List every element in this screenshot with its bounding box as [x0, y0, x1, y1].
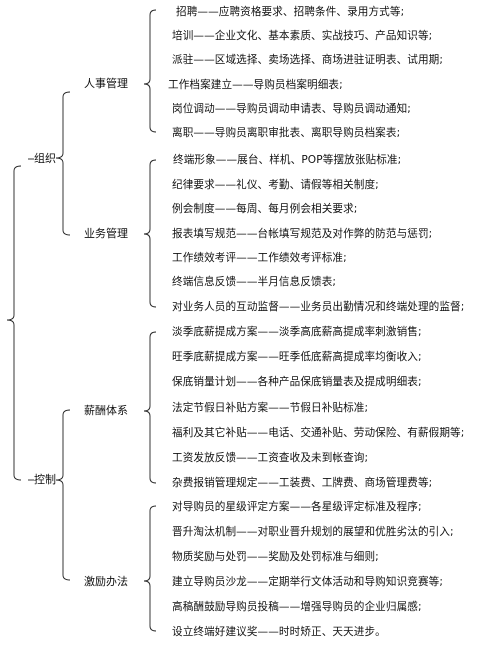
leaf-offseason-plan: 淡季底薪提成方案——淡季高底薪高提成率刺激销售;	[172, 326, 422, 338]
leaf-report: 报表填写规范——台帐填写规范及对作弊的防范与惩罚;	[172, 228, 433, 240]
node-organization: 组织	[34, 152, 56, 165]
leaf-promotion: 晋升淘汰机制——对职业晋升规划的展望和优胜劣汰的引入;	[172, 526, 454, 538]
leaf-supervision: 对业务人员的互动监督——业务员出勤情况和终端处理的监督;	[172, 301, 465, 313]
leaf-performance: 工作绩效考评——工作绩效考评标准;	[172, 252, 347, 264]
leaf-minimum-sales: 保底销量计划——各种产品保底销量表及提成明细表;	[172, 376, 422, 388]
leaf-work-file: 工作档案建立——导购员档案明细表;	[168, 79, 343, 91]
leaf-meeting: 例会制度——每周、每月例会相关要求;	[172, 203, 358, 215]
leaf-rewards: 物质奖励与处罚——奖励及处罚标准与细则;	[172, 551, 379, 563]
node-personnel-management: 人事管理	[84, 77, 128, 90]
leaf-training: 培训——企业文化、基本素质、实战技巧、产品知识等;	[172, 30, 433, 42]
leaf-dispatch: 派驻——区域选择、卖场选择、商场进驻证明表、试用期;	[172, 54, 444, 66]
leaf-salon: 建立导购员沙龙——定期举行文体活动和导购知识竞赛等;	[172, 576, 444, 588]
brace-compensation	[143, 331, 157, 484]
node-compensation-system: 薪酬体系	[84, 404, 128, 417]
leaf-discipline: 纪律要求——礼仪、考勤、请假等相关制度;	[172, 179, 379, 191]
leaf-recruitment: 招聘——应聘资格要求、招聘条件、录用方式等;	[176, 6, 405, 18]
leaf-job-transfer: 岗位调动——导购员调动申请表、导购员调动通知;	[172, 103, 411, 115]
leaf-payroll-feedback: 工资发放反馈——工资查收及未到帐查询;	[172, 452, 369, 464]
leaf-suggestion-award: 设立终端好建议奖——时时矫正、天天进步。	[172, 626, 386, 638]
root-brace	[6, 165, 22, 481]
leaf-resignation: 离职——导购员离职审批表、离职导购员档案表;	[172, 127, 401, 139]
node-incentive-methods: 激励办法	[84, 575, 128, 588]
leaf-feedback: 终端信息反馈——半月信息反馈表;	[172, 276, 337, 288]
brace-organization	[55, 91, 71, 236]
brace-business	[143, 159, 157, 308]
brace-incentive	[143, 505, 157, 632]
node-business-management: 业务管理	[84, 227, 128, 240]
leaf-expense: 杂费报销管理规定——工装费、工牌费、商场管理费等;	[172, 477, 433, 489]
leaf-holiday-subsidy: 法定节假日补贴方案——节假日补贴标准;	[172, 402, 369, 414]
node-control: 控制	[34, 473, 56, 486]
leaf-welfare: 福利及其它补贴——电话、交通补贴、劳动保险、有薪假期等;	[172, 427, 465, 439]
leaf-terminal-image: 终端形象——展台、样机、POP等摆放张贴标准;	[173, 154, 402, 166]
brace-control	[55, 409, 71, 581]
brace-personnel	[143, 9, 157, 133]
leaf-peakseason-plan: 旺季底薪提成方案——旺季低底薪高提成率均衡收入;	[172, 351, 422, 363]
leaf-submissions: 高稿酬鼓励导购员投稿——增强导购员的企业归属感;	[172, 601, 422, 613]
leaf-star-rating: 对导购员的星级评定方案——各星级评定标准及程序;	[172, 501, 422, 513]
